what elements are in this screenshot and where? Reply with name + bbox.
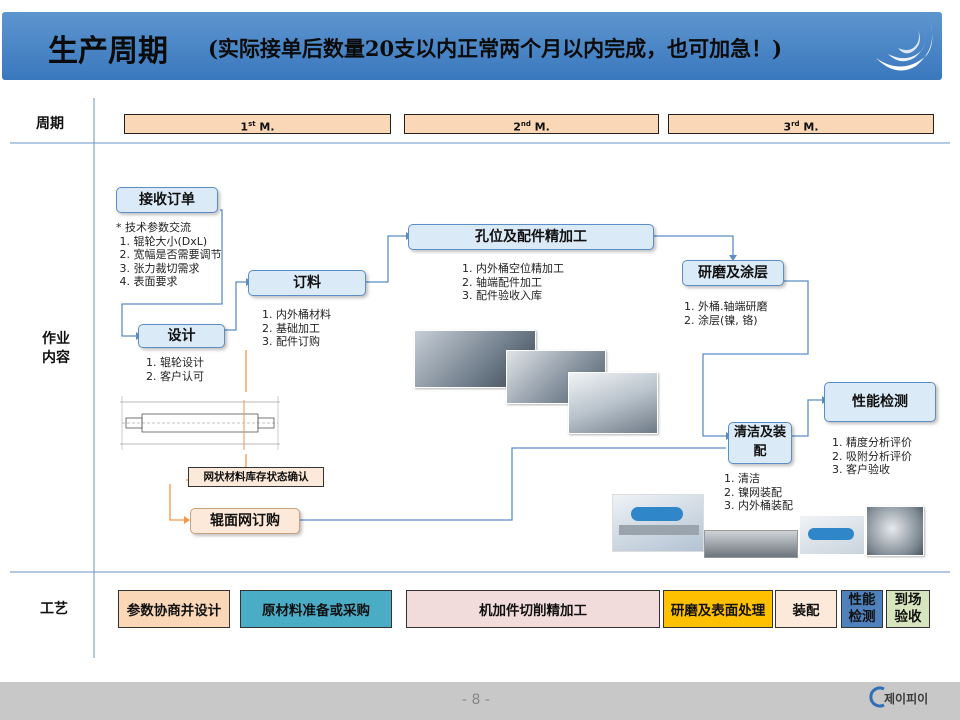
- process-assembly: 装配: [775, 590, 837, 628]
- process-grinding: 研磨及表面处理: [663, 590, 773, 628]
- step-performance-test: 性能检测: [824, 382, 936, 422]
- period-month-1: 1st M.: [124, 114, 391, 134]
- footer-bar: [0, 682, 960, 720]
- period-month-3: 3rd M.: [668, 114, 934, 134]
- company-logo-icon: [869, 686, 885, 708]
- assembly-render-1: [612, 494, 704, 552]
- step-order-notes: 1. 内外桶材料 2. 基础加工 3. 配件订购: [262, 308, 331, 348]
- process-materials: 原材料准备或采购: [240, 590, 392, 628]
- company-logo-text: 제이피이: [884, 692, 929, 706]
- step-test-notes: 1. 精度分析评价 2. 吸附分析评价 3. 客户验收: [832, 436, 912, 476]
- roller-drawing-image: [112, 392, 288, 454]
- page-number: - 8 -: [462, 692, 490, 708]
- swoosh-logo-icon: [876, 22, 933, 71]
- step-receive-notes: * 技术参数交流 1. 辊轮大小(DxL) 2. 宽幅是否需要调节 3. 张力裁…: [116, 221, 222, 288]
- step-receive-order: 接收订单: [116, 187, 218, 213]
- header-banner: [2, 12, 942, 80]
- step-stock-check: 网状材料库存状态确认: [188, 467, 324, 487]
- step-grinding-coating: 研磨及涂层: [682, 260, 784, 286]
- process-test: 性能 检测: [841, 590, 883, 628]
- step-machining: 孔位及配件精加工: [408, 224, 654, 250]
- step-grinding-notes: 1. 外桶.轴端研磨 2. 涂层(镍, 铬): [684, 300, 768, 327]
- row-label-work: 作业 内容: [42, 331, 70, 366]
- period-month-2: 2nd M.: [404, 114, 659, 134]
- page-title: 生产周期: [48, 34, 168, 69]
- assembly-roller-photo: [704, 530, 798, 558]
- process-design: 参数协商并设计: [118, 590, 230, 628]
- row-label-process: 工艺: [40, 601, 68, 617]
- step-order-material: 订料: [248, 270, 366, 296]
- page-subtitle: (实际接单后数量20支以内正常两个月以内完成，也可加急！): [208, 36, 783, 61]
- process-machining: 机加件切削精加工: [406, 590, 660, 628]
- assembly-render-2: [800, 516, 864, 554]
- step-design: 设计: [138, 324, 225, 348]
- machining-photo-3: [568, 372, 658, 434]
- step-mesh-order: 辊面网订购: [190, 508, 300, 534]
- step-design-notes: 1. 辊轮设计 2. 客户认可: [146, 356, 204, 383]
- step-clean-assembly: 清洁及装 配: [728, 422, 792, 464]
- step-machining-notes: 1. 内外桶空位精加工 2. 轴端配件加工 3. 配件验收入库: [462, 262, 564, 302]
- process-acceptance: 到场 验收: [886, 590, 930, 628]
- row-label-period: 周期: [36, 116, 64, 132]
- test-photo: [866, 506, 924, 556]
- step-assembly-notes: 1. 清洁 2. 镍网装配 3. 内外桶装配: [724, 472, 793, 512]
